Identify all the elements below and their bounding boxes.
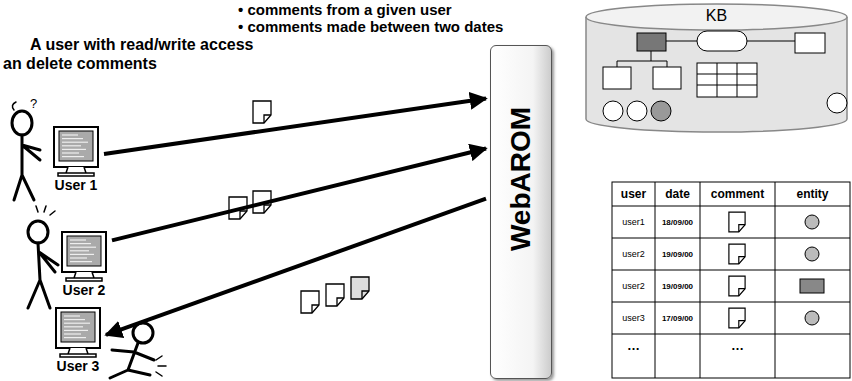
- table-cell: 19/09/00: [655, 270, 700, 302]
- table-cell: user2: [612, 238, 655, 270]
- table-cell: 18/09/00: [655, 206, 700, 238]
- table-cell: 19/09/00: [655, 238, 700, 270]
- user-workstation: User 1: [52, 125, 100, 194]
- data-flow-arrow: [106, 199, 486, 335]
- entity-symbol: [800, 215, 824, 325]
- table-cell: …: [612, 334, 655, 356]
- computer-icon: [60, 230, 108, 282]
- query-note: • comments from a given user: [238, 1, 452, 18]
- comment-note: [729, 212, 745, 328]
- query-note: • comments made between two dates: [238, 18, 503, 35]
- comment-table: [612, 182, 850, 378]
- data-flow-arrow: [112, 149, 486, 241]
- table-header: comment: [700, 182, 775, 206]
- server-box: WebAROM: [490, 45, 552, 379]
- table-cell: …: [700, 334, 775, 356]
- computer-icon: [52, 125, 100, 177]
- table-header: entity: [775, 182, 850, 206]
- access-note: A user with read/write access: [30, 36, 254, 54]
- kb-label: KB: [585, 7, 848, 25]
- computer-icon: [54, 306, 102, 358]
- svg-text:?: ?: [30, 96, 37, 111]
- table-cell: user1: [612, 206, 655, 238]
- user-label: User 1: [52, 177, 100, 194]
- table-header: user: [612, 182, 655, 206]
- user-workstation: User 2: [60, 230, 108, 299]
- knowledge-base: KB: [585, 3, 848, 133]
- stick-figure: [28, 206, 58, 308]
- server-label: WebAROM: [505, 107, 537, 251]
- user-label: User 3: [54, 358, 102, 375]
- table-cell: user2: [612, 270, 655, 302]
- table-cell: user3: [612, 302, 655, 334]
- access-note: an delete comments: [3, 55, 157, 73]
- table-cell: 17/09/00: [655, 302, 700, 334]
- user-workstation: User 3: [54, 306, 102, 375]
- data-flow-arrow: [104, 98, 486, 154]
- stick-figure: ?: [12, 96, 40, 200]
- user-label: User 2: [60, 282, 108, 299]
- table-header: date: [655, 182, 700, 206]
- knowledge-graph: [603, 31, 847, 121]
